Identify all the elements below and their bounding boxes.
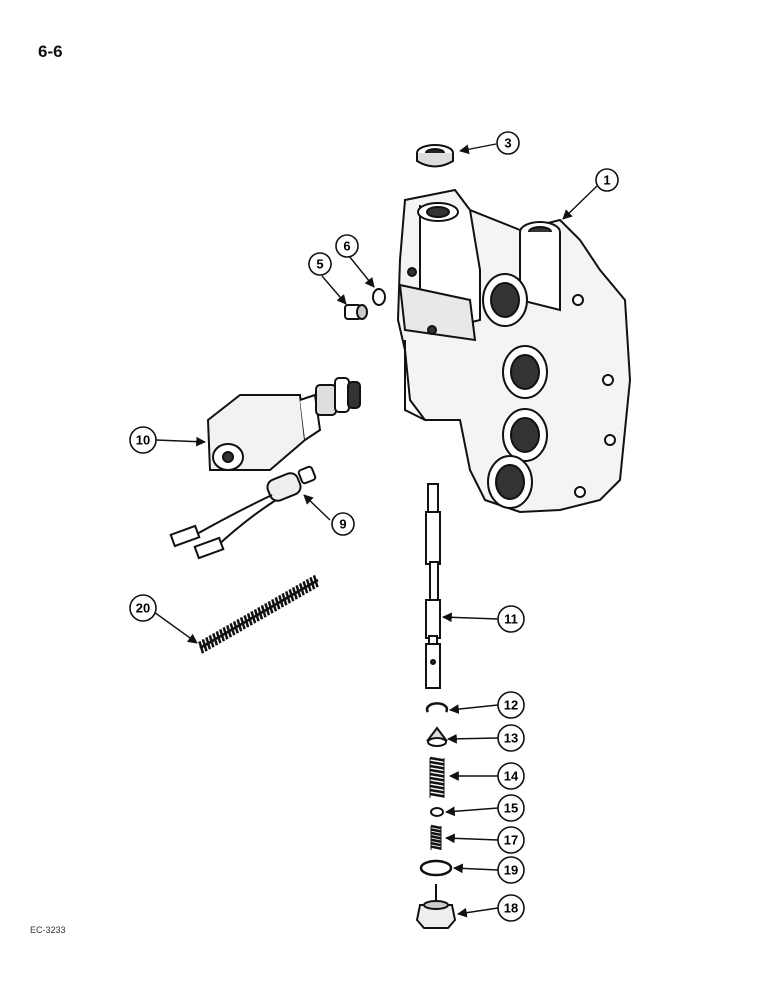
callout-9: 9: [331, 512, 355, 536]
part-19-o-ring: [419, 859, 453, 877]
callout-11-label: 11: [504, 612, 518, 627]
part-17-spring: [430, 824, 442, 850]
callout-17: 17: [497, 826, 525, 854]
callout-19-label: 19: [504, 863, 518, 878]
part-15-washer: [430, 807, 444, 817]
part-10-solenoid: [206, 377, 361, 471]
callout-3: 3: [496, 131, 520, 155]
page-label: 6-6: [38, 42, 63, 61]
callout-10-label: 10: [136, 433, 150, 448]
callout-11: 11: [497, 605, 525, 633]
part-1-valve-body: [396, 188, 632, 514]
part-5-plug: [344, 304, 368, 320]
callout-5: 5: [308, 252, 332, 276]
part-12-circlip: [425, 702, 449, 713]
callout-12-label: 12: [504, 698, 518, 713]
callout-12: 12: [497, 691, 525, 719]
callout-15-label: 15: [504, 801, 518, 816]
part-13-poppet: [426, 726, 448, 747]
callout-9-label: 9: [339, 517, 346, 532]
callout-14: 14: [497, 762, 525, 790]
leader-lines: [153, 143, 598, 918]
part-14-spring: [429, 756, 445, 798]
callout-14-label: 14: [504, 769, 519, 784]
part-6-o-ring: [372, 288, 386, 306]
callout-15: 15: [497, 794, 525, 822]
callout-13: 13: [497, 724, 525, 752]
callout-20-label: 20: [136, 601, 150, 616]
part-3-seal-nut: [416, 144, 454, 168]
callout-1-label: 1: [603, 173, 610, 188]
callout-5-label: 5: [316, 257, 323, 272]
callout-18-label: 18: [504, 901, 518, 916]
callout-19: 19: [497, 856, 525, 884]
callout-20: 20: [129, 594, 157, 622]
callout-6-label: 6: [343, 239, 350, 254]
callout-3-label: 3: [504, 136, 511, 151]
part-9-wire-connector: [169, 465, 317, 560]
callout-1: 1: [595, 168, 619, 192]
document-code: EC-3233: [30, 925, 66, 935]
callout-6: 6: [335, 234, 359, 258]
callout-10: 10: [129, 426, 157, 454]
part-11-valve-spool: [425, 483, 441, 689]
callout-17-label: 17: [504, 833, 518, 848]
part-18-plug: [415, 884, 457, 929]
part-20-spring: [198, 575, 319, 654]
callout-13-label: 13: [504, 731, 518, 746]
callout-18: 18: [497, 894, 525, 922]
